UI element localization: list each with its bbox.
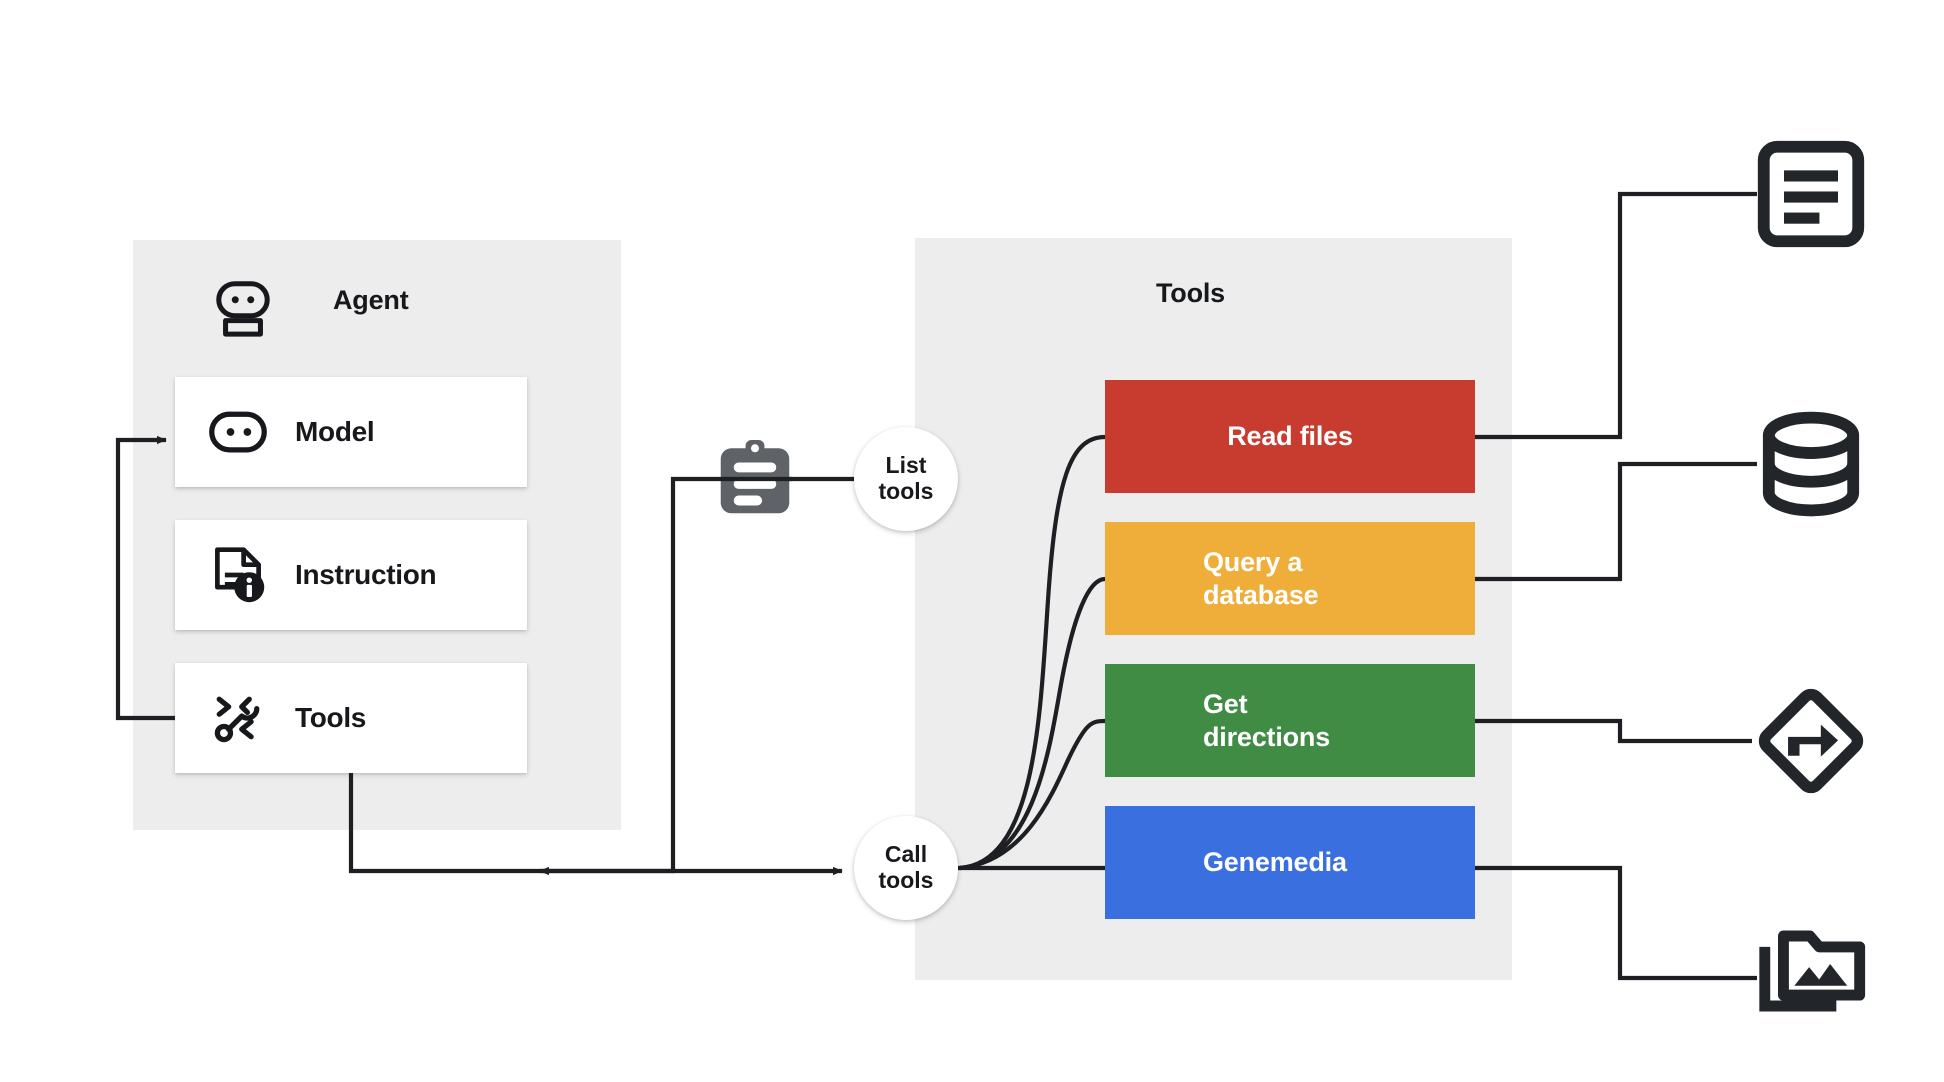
agent-card-tools[interactable]: Tools: [175, 663, 527, 773]
robot-face-icon: [207, 401, 269, 463]
media-folder-icon: [1757, 928, 1869, 1028]
tool-label-genemedia: Genemedia: [1203, 847, 1347, 878]
hub-call-tools-line2: tools: [878, 867, 934, 893]
database-icon: [1757, 410, 1865, 518]
hub-list-tools[interactable]: List tools: [854, 427, 958, 531]
tool-box-get-directions[interactable]: Get directions: [1105, 664, 1475, 777]
connector-read-files-to-document: [1475, 191, 1757, 440]
connector-query-database-to-database: [1475, 461, 1757, 582]
document-info-icon: [207, 544, 269, 606]
tool-box-query-a-database[interactable]: Query a database: [1105, 522, 1475, 635]
agent-panel-title: Agent: [333, 285, 409, 315]
connector-get-directions-to-directions: [1475, 718, 1752, 744]
tool-box-genemedia[interactable]: Genemedia: [1105, 806, 1475, 919]
agent-card-model[interactable]: Model: [175, 377, 527, 487]
directions-diamond-icon: [1752, 682, 1870, 800]
connector-genemedia-to-media: [1475, 865, 1757, 981]
clipboard-list-icon: [718, 440, 792, 518]
tool-label-read-files: Read files: [1227, 421, 1353, 452]
tools-panel-title: Tools: [1156, 278, 1225, 308]
hub-call-tools-line1: Call: [884, 841, 928, 868]
hub-call-tools[interactable]: Call tools: [854, 816, 958, 920]
tool-label-get-directions: Get directions: [1203, 689, 1331, 752]
tool-label-query-a-database: Query a database: [1203, 547, 1319, 610]
hub-list-tools-line2: tools: [878, 478, 934, 504]
agent-card-instruction-label: Instruction: [295, 559, 437, 590]
hub-list-tools-line1: List: [885, 452, 927, 479]
agent-card-instruction[interactable]: Instruction: [175, 520, 527, 630]
tool-box-read-files[interactable]: Read files: [1105, 380, 1475, 493]
agent-card-model-label: Model: [295, 416, 375, 447]
tools-branch-icon: [207, 687, 269, 749]
robot-icon: [212, 277, 274, 339]
agent-card-tools-label: Tools: [295, 702, 367, 733]
document-lines-icon: [1757, 140, 1865, 248]
